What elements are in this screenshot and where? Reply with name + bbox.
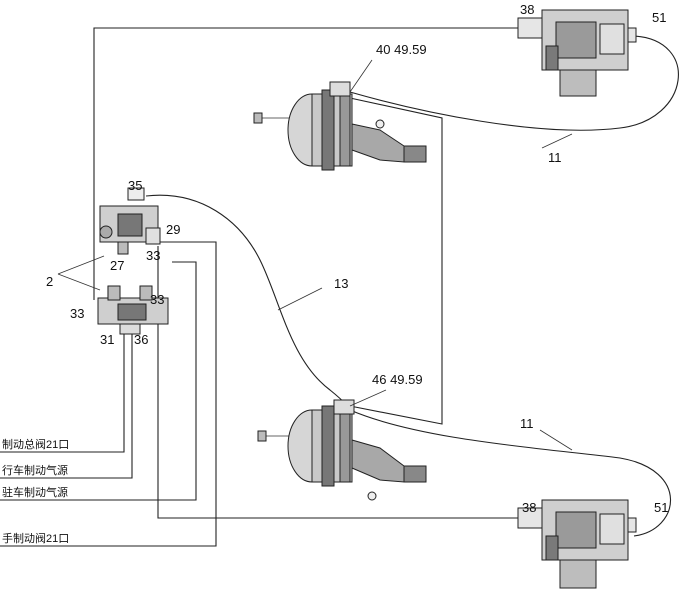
callout-36: 36	[134, 332, 148, 347]
brake-chamber-bottom	[257, 399, 427, 501]
brake-chamber-top	[253, 81, 427, 171]
callout-31: 31	[100, 332, 114, 347]
valve-top	[517, 9, 637, 97]
callout-51-bottom: 51	[654, 500, 668, 515]
callout-27: 27	[110, 258, 124, 273]
pipe-bottom-supply	[157, 246, 520, 519]
piping	[0, 27, 679, 547]
callout-2: 2	[46, 274, 53, 289]
hose-11-bottom	[349, 409, 672, 537]
hose-11-top	[349, 35, 679, 131]
callout-13: 13	[334, 276, 348, 291]
valve-bottom	[517, 499, 637, 589]
pipe-labels: 制动总阀21口 行车制动气源 驻车制动气源 手制动阀21口	[2, 437, 69, 545]
callout-hose-11-top: 11	[548, 150, 562, 165]
callout-chamber-bottom: 46 49.59	[372, 372, 423, 387]
pipe-port-36	[0, 334, 133, 479]
label-hand-valve-21: 手制动阀21口	[2, 531, 69, 545]
pipe-port-31	[0, 334, 125, 453]
callout-51-top: 51	[652, 10, 666, 25]
pipe-port-33	[0, 261, 197, 501]
leader-lines	[57, 59, 573, 451]
callout-33-upper: 33	[146, 248, 160, 263]
valve-upper-small	[99, 187, 161, 255]
callout-hose-11-bottom: 11	[520, 416, 534, 431]
callout-38-bottom: 38	[522, 500, 536, 515]
callout-29: 29	[166, 222, 180, 237]
callouts: 38 51 40 49.59 11 35 29 33 27 2 33 33 31…	[46, 2, 668, 515]
pipe-port-29	[0, 241, 217, 547]
callout-33-lower-right: 33	[150, 292, 164, 307]
callout-38-top: 38	[520, 2, 534, 17]
label-service-air: 行车制动气源	[2, 463, 68, 477]
hose-13	[145, 194, 351, 409]
callout-33-lower-left: 33	[70, 306, 84, 321]
label-brake-valve-21: 制动总阀21口	[2, 437, 69, 451]
callout-chamber-top: 40 49.59	[376, 42, 427, 57]
callout-35: 35	[128, 178, 142, 193]
label-parking-air: 驻车制动气源	[2, 485, 68, 499]
pipe-top-supply	[93, 27, 520, 300]
pipe-chamber-link	[349, 97, 443, 425]
valve-lower-small	[97, 285, 169, 335]
